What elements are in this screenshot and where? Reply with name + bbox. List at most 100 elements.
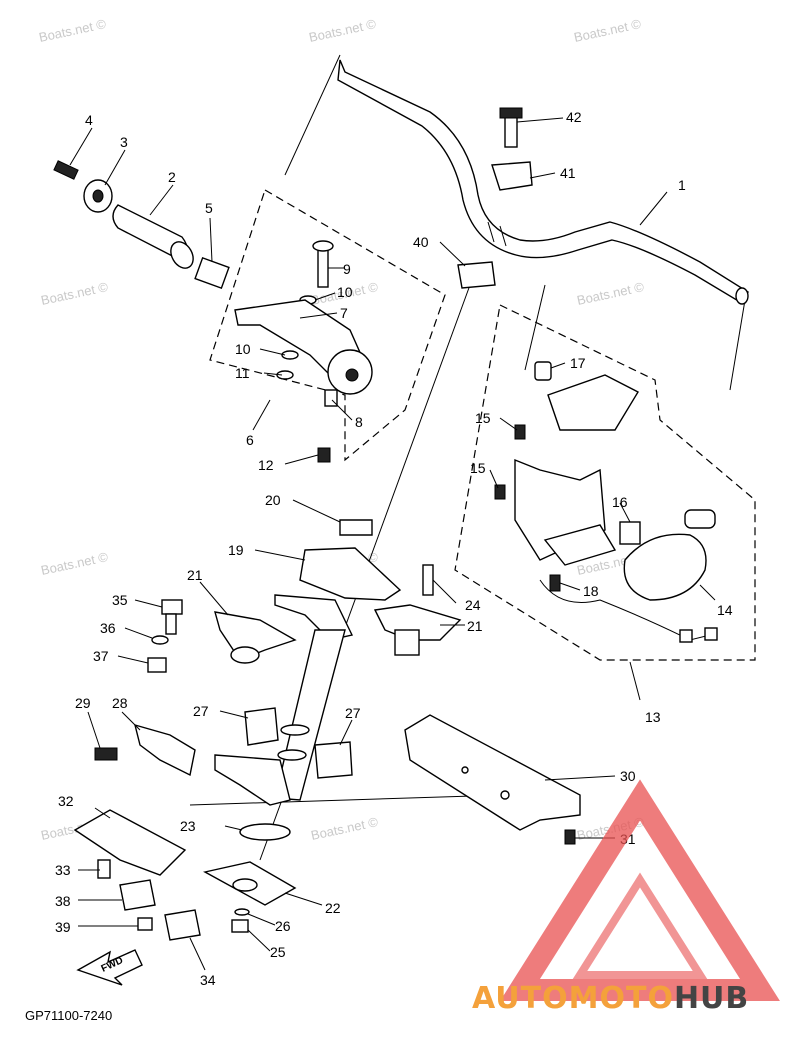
screw-17 [534, 361, 552, 381]
callout-27: 27 [345, 705, 361, 721]
nut-20 [339, 519, 373, 536]
callout-15: 15 [475, 410, 491, 426]
callout-18: 18 [583, 583, 599, 599]
guide-line [524, 284, 546, 371]
callout-10: 10 [235, 341, 251, 357]
nut-25 [231, 919, 249, 933]
washer-26 [234, 908, 250, 916]
callout-19: 19 [228, 542, 244, 558]
handlebar-clamp [457, 107, 533, 289]
callout-41: 41 [560, 165, 576, 181]
bushing-27b [314, 741, 353, 779]
drawing-code: GP71100-7240 [25, 1008, 112, 1023]
logo-text-part1: AUTOMOTO [472, 981, 674, 1016]
switch-assembly [494, 361, 718, 643]
callout-8: 8 [355, 414, 363, 430]
clamp-23 [239, 823, 291, 841]
logo-text: AUTOMOTOHUB [472, 981, 749, 1016]
fwd-arrow: FWD [76, 949, 143, 986]
callout-12: 12 [258, 457, 274, 473]
collar-5 [194, 256, 230, 290]
callout-1: 1 [678, 177, 686, 193]
bracket-32 [73, 809, 187, 876]
callout-3: 3 [120, 134, 128, 150]
watermark: Boats.net © [308, 16, 378, 45]
callout-23: 23 [180, 818, 196, 834]
callout-26: 26 [275, 918, 291, 934]
group-13-outline [454, 304, 756, 661]
logo-triangle [500, 779, 780, 1001]
cover-30 [404, 714, 581, 845]
grip-assembly [53, 160, 230, 290]
handlebar-guide [284, 54, 341, 176]
washer-36 [151, 635, 169, 645]
callout-24: 24 [465, 597, 481, 613]
switch-housing-top [547, 374, 639, 431]
callout-30: 30 [620, 768, 636, 784]
bolt-12 [317, 447, 331, 463]
screw-31 [564, 829, 576, 845]
callout-labels: 1 2 3 4 5 6 7 8 9 10 10 11 12 13 14 15 1… [55, 109, 733, 988]
guide-line [189, 794, 506, 806]
bushing-27a [244, 707, 279, 746]
callout-20: 20 [265, 492, 281, 508]
holder-21a [214, 611, 297, 661]
callout-13: 13 [645, 709, 661, 725]
callout-33: 33 [55, 862, 71, 878]
bracket-28 [94, 723, 196, 777]
bolt-24 [422, 564, 434, 596]
clamp-lower-40 [457, 261, 496, 289]
callout-25: 25 [270, 944, 286, 960]
callout-14: 14 [717, 602, 733, 618]
clamp-upper-41 [491, 161, 533, 191]
bolt-33 [97, 859, 111, 879]
screw-15 [514, 424, 526, 440]
callout-16: 16 [612, 494, 628, 510]
callout-36: 36 [100, 620, 116, 636]
callout-21: 21 [467, 618, 483, 634]
callout-21: 21 [187, 567, 203, 583]
column-holders [214, 564, 462, 664]
stop-switch-14 [623, 533, 707, 601]
lower-parts [203, 823, 297, 933]
spring-16 [619, 521, 641, 545]
bolt-29 [94, 747, 118, 761]
screw-18 [549, 574, 561, 592]
watermark: Boats.net © [576, 279, 646, 308]
callout-32: 32 [58, 793, 74, 809]
watermark: Boats.net © [310, 814, 380, 843]
bolt-35 [161, 599, 183, 615]
callout-39: 39 [55, 919, 71, 935]
callout-6: 6 [246, 432, 254, 448]
watermark: Boats.net © [40, 549, 110, 578]
callout-17: 17 [570, 355, 586, 371]
throttle-assembly [234, 240, 373, 463]
group-6-outline [209, 189, 446, 462]
callout-5: 5 [205, 200, 213, 216]
callout-35: 35 [112, 592, 128, 608]
guide-line [729, 299, 746, 391]
bottom-left-parts [73, 809, 201, 941]
callout-28: 28 [112, 695, 128, 711]
watermark: Boats.net © [40, 279, 110, 308]
callout-29: 29 [75, 695, 91, 711]
nut-39 [137, 917, 153, 931]
callout-2: 2 [168, 169, 176, 185]
logo-text-part2: HUB [674, 981, 749, 1016]
callout-15: 15 [470, 460, 486, 476]
screw-15b [494, 484, 506, 500]
steering-column [214, 519, 402, 806]
clip-34 [164, 909, 201, 941]
callout-11: 11 [235, 365, 250, 381]
callout-22: 22 [325, 900, 341, 916]
callout-9: 9 [343, 261, 351, 277]
bracket-38 [119, 879, 156, 911]
bushings [244, 707, 353, 779]
plate-19 [299, 547, 402, 601]
callout-7: 7 [340, 305, 348, 321]
handlebar [337, 59, 750, 305]
callout-42: 42 [566, 109, 582, 125]
fasteners-left [147, 599, 183, 673]
brand-logo: AUTOMOTOHUB [472, 779, 780, 1016]
watermark: Boats.net © [38, 16, 108, 45]
